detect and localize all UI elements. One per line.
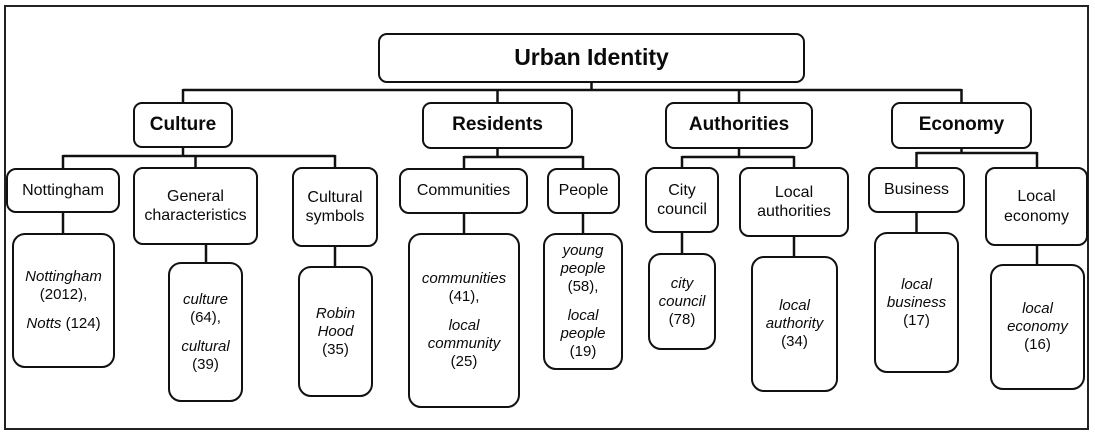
keyword-count: (17) — [903, 311, 930, 329]
node-city-council: City council — [645, 167, 719, 233]
node-authorities: Authorities — [665, 102, 813, 149]
keyword-count: (2012), — [39, 286, 88, 303]
node-general-characteristics: General characteristics — [133, 167, 258, 245]
node-urban-identity: Urban Identity — [378, 33, 805, 83]
keywords-cultural-symbols: Robin Hood (35) — [298, 266, 373, 397]
keyword-term: Notts — [26, 315, 62, 332]
keyword-term: Robin Hood — [315, 304, 356, 340]
keyword-term: local community — [427, 317, 501, 352]
keyword-term: culture — [182, 290, 229, 308]
node-culture: Culture — [133, 102, 233, 148]
keyword-count: (34) — [781, 333, 808, 350]
keyword-count: (78) — [668, 310, 696, 328]
node-communities: Communities — [399, 168, 528, 214]
keyword-count: (41), — [448, 288, 480, 305]
keyword-term: city council — [658, 274, 706, 310]
keywords-local-authorities: local authority (34) — [751, 256, 838, 392]
keyword-term: local business — [886, 275, 947, 311]
keywords-local-economy: local economy (16) — [990, 264, 1085, 390]
keywords-people: young people (58), local people (19) — [543, 233, 623, 370]
node-nottingham: Nottingham — [6, 168, 120, 213]
keyword-term: communities — [421, 270, 507, 287]
keyword-count: (35) — [322, 340, 349, 358]
keyword-term: cultural — [181, 337, 230, 355]
keyword-count: (58), — [567, 278, 599, 295]
node-people: People — [547, 168, 620, 214]
node-business: Business — [868, 167, 965, 213]
keywords-business: local business (17) — [874, 232, 959, 373]
node-residents: Residents — [422, 102, 573, 149]
keyword-term: local economy — [1007, 300, 1068, 335]
keyword-term: local people — [560, 307, 606, 342]
node-economy: Economy — [891, 102, 1032, 149]
keyword-count: (124) — [65, 315, 101, 332]
keyword-term: young people — [560, 242, 606, 277]
node-local-authorities: Local authorities — [739, 167, 849, 237]
keyword-count: (16) — [1024, 336, 1051, 353]
diagram-outer-border — [4, 5, 1089, 430]
keywords-communities: communities (41), local community (25) — [408, 233, 520, 408]
keywords-city-council: city council (78) — [648, 253, 716, 350]
keyword-count: (64), — [190, 308, 221, 326]
keyword-term: Nottingham — [25, 268, 102, 285]
keyword-count: (39) — [192, 355, 219, 373]
keywords-general-characteristics: culture (64), cultural (39) — [168, 262, 243, 402]
node-local-economy: Local economy — [985, 167, 1088, 246]
keywords-nottingham: Nottingham (2012), Notts (124) — [12, 233, 115, 368]
keyword-term: local authority — [765, 297, 824, 332]
keyword-count: (25) — [450, 353, 478, 370]
node-cultural-symbols: Cultural symbols — [292, 167, 378, 247]
keyword-count: (19) — [569, 343, 597, 360]
